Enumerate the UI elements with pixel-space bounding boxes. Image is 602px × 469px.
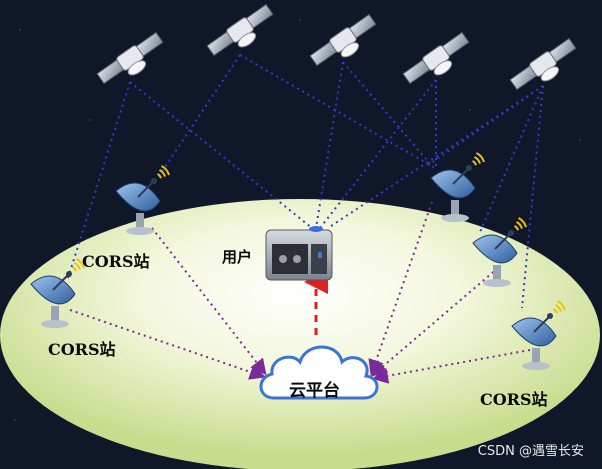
cloud-platform-label: 云平台 bbox=[289, 381, 340, 401]
satellite-links bbox=[67, 54, 544, 309]
cors-cloud-links bbox=[69, 201, 531, 384]
cors-station-label: CORS站 bbox=[82, 252, 150, 271]
cors-dish-icon bbox=[511, 300, 566, 370]
cors-dish-icon bbox=[30, 258, 85, 328]
user-receiver-device bbox=[265, 226, 333, 281]
satellite-icon bbox=[96, 31, 164, 85]
watermark: CSDN @遇雪长安 bbox=[477, 444, 584, 459]
satellite-icon bbox=[206, 3, 274, 57]
cors-station-label: CORS站 bbox=[48, 340, 116, 359]
cors-dish-icon bbox=[472, 217, 527, 287]
coverage-area-ellipse bbox=[0, 199, 600, 469]
satellite-icon bbox=[509, 37, 577, 91]
cors-dish-icon bbox=[115, 165, 170, 235]
background-stars bbox=[14, 19, 581, 421]
cors-station-label: CORS站 bbox=[480, 390, 548, 409]
cors-dish-icon bbox=[430, 152, 485, 222]
cloud-platform-icon bbox=[259, 345, 379, 400]
satellite-icon bbox=[402, 31, 470, 85]
satellite-icon bbox=[309, 13, 377, 67]
user-label: 用户 bbox=[222, 248, 253, 266]
